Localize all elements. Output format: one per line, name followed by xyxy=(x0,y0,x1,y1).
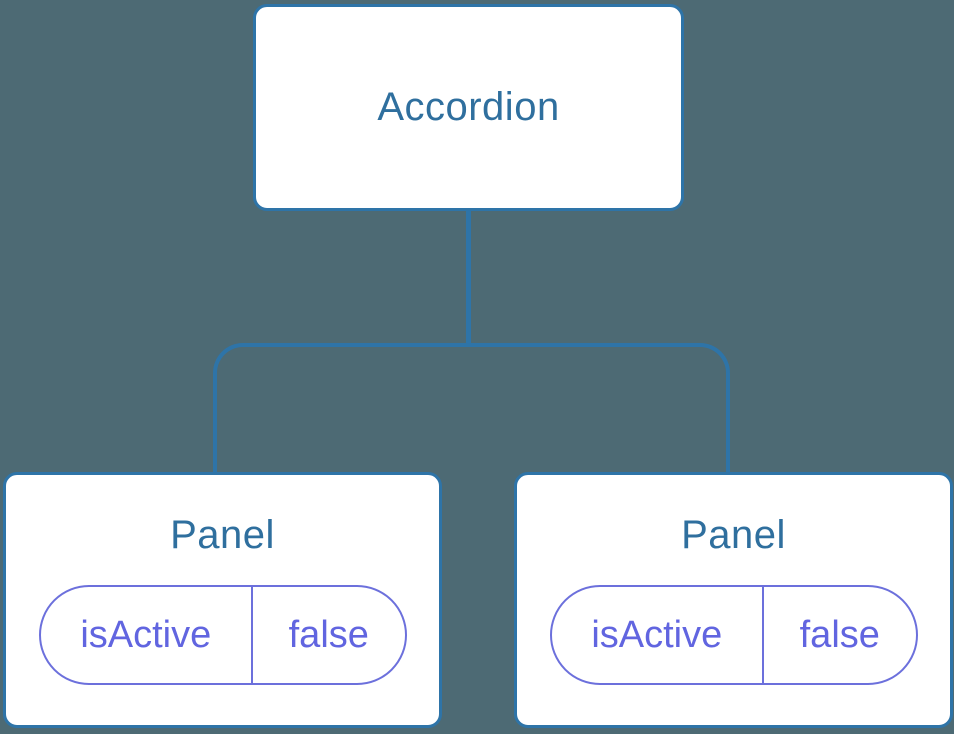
tree-connector-stem xyxy=(466,210,471,346)
panel-node-left: Panel isActive false xyxy=(3,472,442,728)
state-value: false xyxy=(288,613,369,656)
state-key: isActive xyxy=(41,587,254,683)
state-key: isActive xyxy=(552,587,765,683)
accordion-node-label: Accordion xyxy=(377,85,560,129)
state-pill: isActive false xyxy=(549,585,918,685)
accordion-node: Accordion xyxy=(253,4,684,211)
panel-node-right: Panel isActive false xyxy=(514,472,953,728)
state-value: false xyxy=(799,613,880,656)
panel-node-label: Panel xyxy=(681,513,786,557)
state-pill: isActive false xyxy=(38,585,407,685)
panel-node-label: Panel xyxy=(170,513,275,557)
tree-connector-bracket xyxy=(213,343,730,473)
